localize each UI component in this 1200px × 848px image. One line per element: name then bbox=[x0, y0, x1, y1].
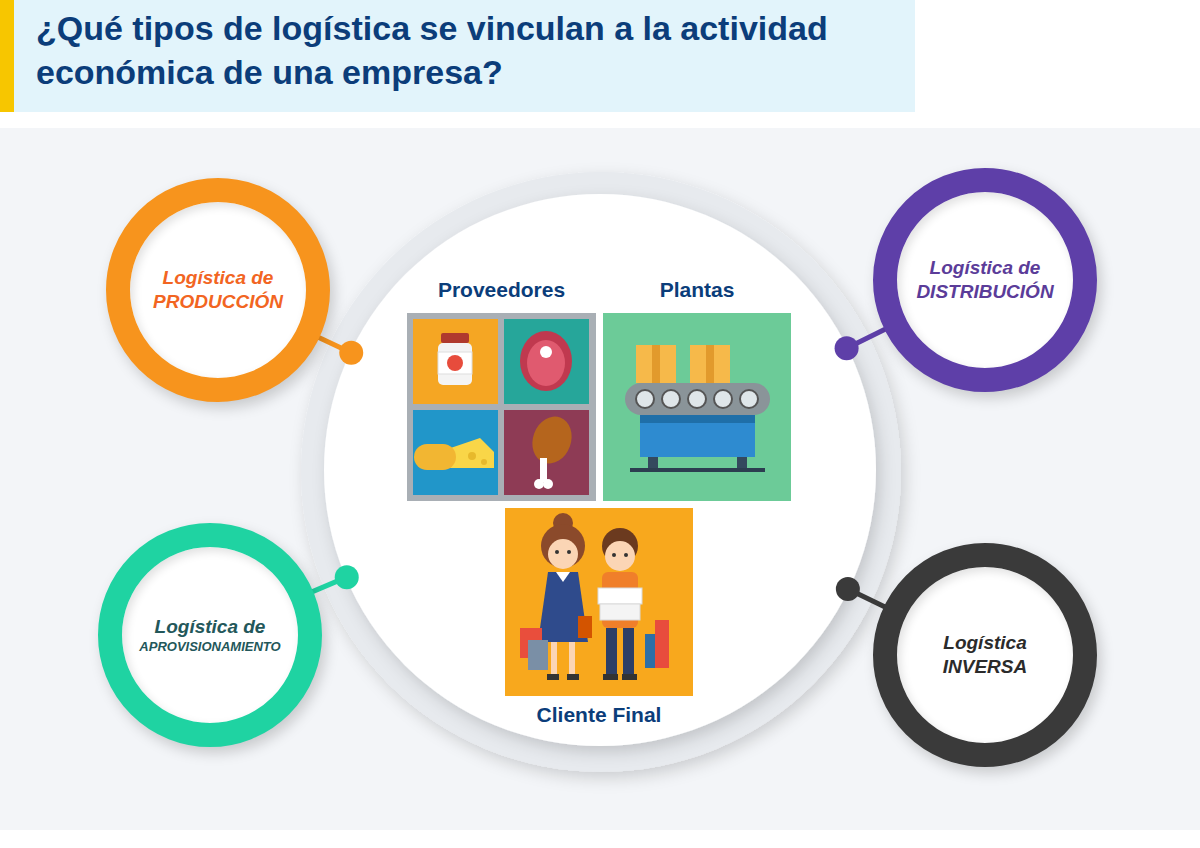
customers-figure-part bbox=[505, 508, 693, 696]
customers-figure-part bbox=[569, 642, 575, 676]
suppliers-icons-part bbox=[504, 319, 589, 404]
distribution-circle: Logística deDISTRIBUCIÓN bbox=[873, 168, 1097, 392]
logistics-type: DISTRIBUCIÓN bbox=[916, 280, 1053, 304]
plant-conveyor-part bbox=[740, 390, 758, 408]
customers-figure-part bbox=[624, 553, 628, 557]
customers-figure-part bbox=[623, 628, 634, 676]
suppliers-icons-part bbox=[413, 410, 498, 495]
suppliers-icons-part bbox=[520, 331, 572, 391]
production-circle: Logística dePRODUCCIÓN bbox=[106, 178, 330, 402]
suppliers-icons bbox=[407, 313, 596, 501]
customers-figure-part bbox=[603, 674, 618, 680]
suppliers-icons-part bbox=[543, 479, 553, 489]
customers-figure-part bbox=[612, 553, 616, 557]
plant-conveyor-part bbox=[636, 390, 654, 408]
panel-heading: Proveedores bbox=[438, 275, 565, 305]
connector-dot bbox=[339, 341, 363, 365]
customers-figure-part bbox=[605, 541, 635, 571]
central-circle-node: Proveedores PlantasCliente Final bbox=[325, 195, 875, 745]
central-circle-part bbox=[301, 172, 901, 772]
customers-figure-part bbox=[567, 550, 571, 554]
connector-group bbox=[319, 338, 363, 365]
customers-figure-part bbox=[578, 616, 592, 638]
title-band-part bbox=[0, 0, 14, 112]
connector-group bbox=[835, 330, 885, 361]
suppliers-icons-part bbox=[438, 343, 472, 385]
plant-conveyor-part bbox=[652, 345, 660, 383]
suppliers-icons-part bbox=[441, 333, 469, 343]
plant-conveyor-part bbox=[636, 345, 676, 383]
plant-conveyor-part bbox=[662, 390, 680, 408]
plant-conveyor-part bbox=[603, 313, 791, 501]
logistics-label: Logística de bbox=[930, 256, 1041, 280]
plants-panel: Plantas bbox=[603, 275, 791, 501]
customers-figure-part bbox=[555, 550, 559, 554]
logistics-label: Logística de bbox=[163, 266, 274, 290]
suppliers-icons-part bbox=[540, 346, 552, 358]
plant-conveyor-part bbox=[630, 468, 765, 472]
suppliers-icons-part bbox=[407, 313, 596, 501]
customers-figure-part bbox=[622, 674, 637, 680]
plant-conveyor-part bbox=[688, 390, 706, 408]
connector-group bbox=[836, 577, 884, 606]
connector-dot bbox=[835, 336, 859, 360]
logistics-type: PRODUCCIÓN bbox=[153, 290, 283, 314]
customer-panel: Cliente Final bbox=[505, 508, 693, 730]
panel-heading: Cliente Final bbox=[537, 700, 662, 730]
plant-conveyor-part bbox=[648, 457, 658, 469]
panel-heading: Plantas bbox=[660, 275, 735, 305]
title: ¿Qué tipos de logística se vinculan a la… bbox=[36, 6, 898, 94]
title-box: ¿Qué tipos de logística se vinculan a la… bbox=[36, 6, 898, 94]
suppliers-icons-part bbox=[504, 410, 589, 495]
customers-figure-part bbox=[548, 539, 578, 569]
central-circle bbox=[301, 172, 901, 772]
plant-conveyor-part bbox=[706, 345, 714, 383]
suppliers-icons-part bbox=[540, 458, 547, 482]
suppliers-icons-part bbox=[526, 411, 578, 469]
suppliers-icons-part bbox=[413, 319, 498, 404]
logistics-type: APROVISIONAMIENTO bbox=[139, 639, 280, 655]
connector-dot bbox=[836, 577, 860, 601]
customers-figure-part bbox=[556, 572, 570, 582]
reverse-circle: LogísticaINVERSA bbox=[873, 543, 1097, 767]
customers-figure-part bbox=[547, 674, 559, 680]
logistics-label: Logística de bbox=[155, 615, 266, 639]
plant-conveyor-part bbox=[737, 457, 747, 469]
title-band-part bbox=[14, 0, 915, 112]
customers-figure-part bbox=[551, 642, 557, 676]
logistics-type: INVERSA bbox=[943, 655, 1027, 679]
suppliers-panel: Proveedores bbox=[407, 275, 596, 501]
connector-dot bbox=[335, 565, 359, 589]
plant-conveyor-part bbox=[690, 345, 730, 383]
suppliers-icons-part bbox=[447, 355, 463, 371]
customers-figure-part bbox=[606, 628, 617, 676]
customers-figure-part bbox=[655, 620, 669, 668]
customers-figure bbox=[505, 508, 693, 696]
central-circle-part bbox=[324, 194, 876, 746]
customers-figure-part bbox=[600, 604, 640, 620]
plant-conveyor-part bbox=[640, 415, 755, 423]
suppliers-icons-part bbox=[527, 340, 565, 386]
suppliers-icons-part bbox=[468, 452, 476, 460]
plant-conveyor-part bbox=[714, 390, 732, 408]
customers-figure-part bbox=[541, 524, 585, 568]
customers-figure-part bbox=[598, 588, 642, 604]
logistics-label: Logística bbox=[943, 631, 1026, 655]
plant-conveyor bbox=[603, 313, 791, 501]
suppliers-icons-part bbox=[414, 444, 456, 470]
customers-figure-part bbox=[528, 640, 548, 670]
suppliers-icons-part bbox=[438, 352, 472, 374]
ground-panel bbox=[0, 128, 1200, 830]
plant-conveyor-part bbox=[640, 423, 755, 457]
procurement-circle: Logística deAPROVISIONAMIENTO bbox=[98, 523, 322, 747]
plant-conveyor-part bbox=[625, 383, 770, 415]
title-band bbox=[0, 0, 915, 112]
connector-group bbox=[313, 565, 359, 591]
suppliers-icons-part bbox=[481, 459, 487, 465]
customers-figure-part bbox=[567, 674, 579, 680]
suppliers-icons-part bbox=[534, 479, 544, 489]
